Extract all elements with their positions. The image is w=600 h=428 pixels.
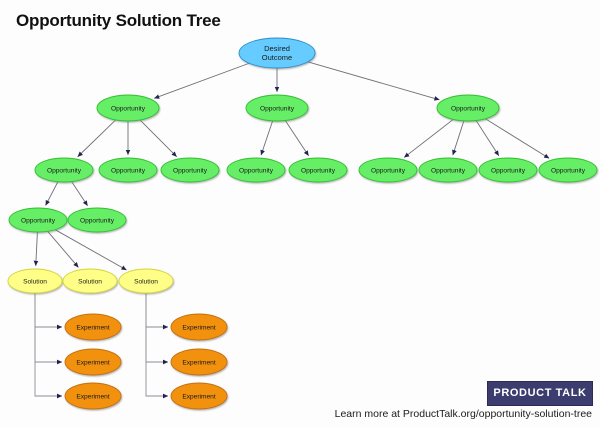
tree-edge: [71, 181, 88, 206]
tree-edge: [34, 293, 63, 399]
opportunity-ellipse[interactable]: [226, 157, 286, 183]
tree-edge: [284, 120, 309, 157]
tree-edge: [54, 229, 127, 271]
tree-node-opportunity[interactable]: Opportunity: [8, 207, 68, 233]
tree-node-experiment[interactable]: Experiment: [170, 348, 228, 376]
tree-node-opportunity[interactable]: Opportunity: [418, 157, 478, 183]
tree-edge: [485, 118, 550, 159]
opportunity-ellipse[interactable]: [67, 207, 127, 233]
experiment-ellipse[interactable]: [64, 382, 122, 410]
edge-layer: [33, 61, 550, 399]
tree-node-experiment[interactable]: Experiment: [170, 313, 228, 341]
page-title: Opportunity Solution Tree: [16, 11, 221, 30]
opportunity-ellipse[interactable]: [8, 207, 68, 233]
tree-edge: [34, 293, 63, 365]
experiment-ellipse[interactable]: [64, 348, 122, 376]
tree-node-experiment[interactable]: Experiment: [64, 382, 122, 410]
opportunity-ellipse[interactable]: [288, 157, 348, 183]
tree-edge: [154, 62, 250, 99]
outcome-ellipse[interactable]: [238, 37, 316, 69]
experiment-ellipse[interactable]: [170, 382, 228, 410]
tree-node-experiment[interactable]: Experiment: [170, 382, 228, 410]
tree-edge: [260, 120, 274, 156]
tree-node-opportunity[interactable]: Opportunity: [96, 94, 160, 122]
tree-node-opportunity[interactable]: Opportunity: [288, 157, 348, 183]
tree-node-opportunity[interactable]: Opportunity: [538, 157, 598, 183]
tree-node-opportunity[interactable]: Opportunity: [226, 157, 286, 183]
tree-edge: [45, 181, 59, 206]
product-talk-badge: PRODUCT TALK: [487, 381, 593, 406]
tree-node-solution[interactable]: Solution: [118, 268, 174, 294]
experiment-ellipse[interactable]: [170, 348, 228, 376]
tree-edge: [145, 293, 169, 330]
footer-note: Learn more at ProductTalk.org/opportunit…: [334, 408, 592, 420]
tree-edge: [145, 293, 169, 399]
tree-edge: [475, 120, 500, 156]
experiment-ellipse[interactable]: [64, 313, 122, 341]
tree-edge: [145, 293, 169, 365]
tree-edge: [452, 120, 465, 156]
solution-ellipse[interactable]: [7, 268, 63, 294]
tree-node-opportunity[interactable]: Opportunity: [98, 157, 158, 183]
tree-edge: [47, 231, 79, 268]
opportunity-ellipse[interactable]: [96, 94, 160, 122]
opportunity-ellipse[interactable]: [538, 157, 598, 183]
solution-ellipse[interactable]: [118, 268, 174, 294]
tree-node-solution[interactable]: Solution: [7, 268, 63, 294]
tree-edge: [307, 61, 440, 101]
opportunity-ellipse[interactable]: [160, 157, 220, 183]
opportunity-ellipse[interactable]: [34, 157, 94, 183]
tree-edge: [77, 119, 116, 158]
tree-node-opportunity[interactable]: Opportunity: [34, 157, 94, 183]
opportunity-ellipse[interactable]: [418, 157, 478, 183]
opportunity-ellipse[interactable]: [436, 94, 500, 122]
opportunity-ellipse[interactable]: [245, 94, 309, 122]
tree-node-opportunity[interactable]: Opportunity: [245, 94, 309, 122]
tree-node-opportunity[interactable]: Opportunity: [436, 94, 500, 122]
tree-node-experiment[interactable]: Experiment: [64, 313, 122, 341]
tree-node-solution[interactable]: Solution: [62, 268, 118, 294]
tree-node-opportunity[interactable]: Opportunity: [160, 157, 220, 183]
tree-node-experiment[interactable]: Experiment: [64, 348, 122, 376]
tree-node-opportunity[interactable]: Opportunity: [478, 157, 538, 183]
tree-edge: [33, 231, 39, 266]
opportunity-ellipse[interactable]: [358, 157, 418, 183]
tree-edge: [34, 293, 63, 330]
opportunity-ellipse[interactable]: [478, 157, 538, 183]
tree-node-opportunity[interactable]: Opportunity: [67, 207, 127, 233]
tree-edge: [403, 119, 454, 158]
tree-edge: [139, 119, 177, 157]
solution-ellipse[interactable]: [62, 268, 118, 294]
experiment-ellipse[interactable]: [170, 313, 228, 341]
tree-node-opportunity[interactable]: Opportunity: [358, 157, 418, 183]
opportunity-ellipse[interactable]: [98, 157, 158, 183]
